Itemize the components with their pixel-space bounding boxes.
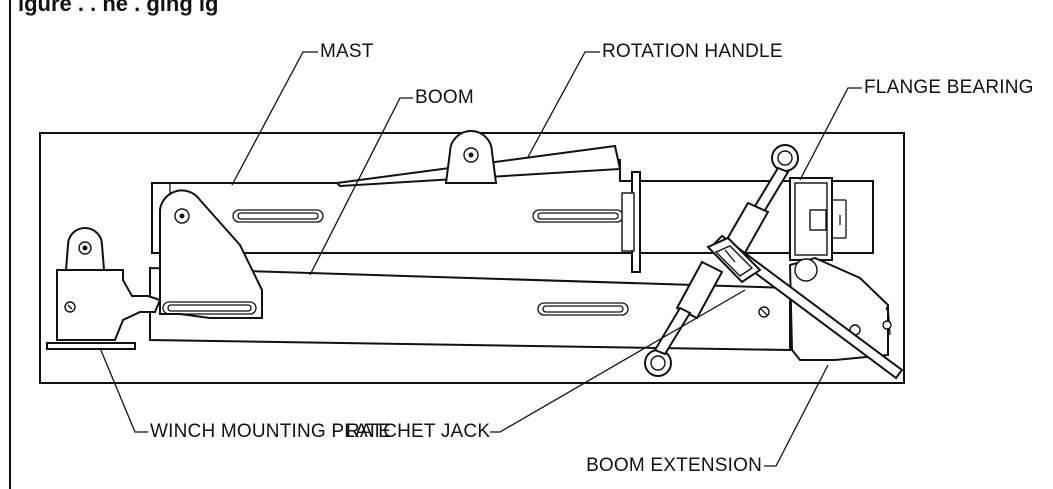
pivot-bracket-part (159, 189, 263, 319)
label-flange-bearing: FLANGE BEARING (864, 77, 1034, 98)
boom-leader (309, 97, 413, 276)
label-boom: BOOM (415, 87, 474, 108)
ratchet-jack-leader (490, 289, 746, 433)
figure-title: igure . . ne . ging ig (18, 0, 219, 16)
boom-extension-part (788, 256, 892, 361)
rotation-handle-leader (527, 51, 600, 158)
rotation-handle-part (334, 130, 622, 188)
label-rotation-handle: ROTATION HANDLE (602, 41, 783, 62)
label-ratchet-jack: RATCHET JACK (346, 421, 491, 442)
ratchet-jack-part (644, 144, 904, 380)
flange-bearing-leader (799, 87, 862, 181)
label-boom-extension: BOOM EXTENSION (586, 455, 762, 476)
mast-part (151, 158, 874, 273)
boom-part (149, 266, 791, 352)
winch-mount-part (46, 227, 162, 350)
mast-leader (231, 51, 318, 186)
winch-mounting-plate-leader (99, 347, 148, 433)
label-winch-mounting-plate: WINCH MOUNTING PLATE (150, 421, 392, 442)
flange-bearing-part (789, 177, 847, 261)
label-mast: MAST (320, 41, 374, 62)
boom-extension-leader (764, 364, 829, 467)
